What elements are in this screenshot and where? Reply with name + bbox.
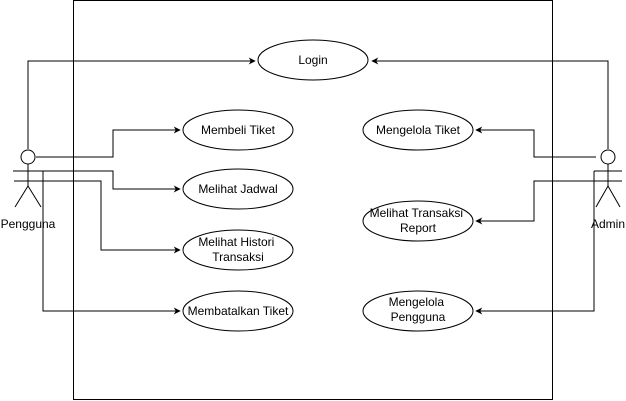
connector-pengguna-membeli-tiket [36, 126, 181, 158]
use-case-melihat-transaksi-label-line1: Melihat Transaksi [370, 206, 463, 220]
actor-pengguna: Pengguna [1, 149, 56, 231]
use-case-mengelola-pengguna-label-line1: Mengelola [389, 295, 445, 309]
actor-admin: Admin [591, 149, 625, 231]
use-case-melihat-histori-transaksi: Melihat Histori Transaksi [182, 229, 294, 271]
use-case-mengelola-tiket: Mengelola Tiket [362, 109, 474, 151]
use-case-mengelola-tiket-label: Mengelola Tiket [376, 123, 461, 137]
use-case-mengelola-pengguna-label-line2: Pengguna [391, 310, 446, 324]
use-case-melihat-jadwal-label: Melihat Jadwal [198, 182, 277, 196]
use-case-mengelola-pengguna: Mengelola Pengguna [362, 290, 474, 332]
connector-admin-mengelola-pengguna [475, 171, 595, 315]
svg-text:Membatalkan Tiket: Membatalkan Tiket [188, 304, 289, 318]
svg-text:Membeli Tiket: Membeli Tiket [201, 123, 276, 137]
actor-pengguna-label: Pengguna [1, 217, 56, 231]
connector-admin-melihat-transaksi [475, 180, 622, 225]
use-case-melihat-histori-label-line1: Melihat Histori [198, 235, 274, 249]
actor-admin-icon [594, 149, 622, 208]
actor-admin-label: Admin [591, 217, 625, 231]
use-case-melihat-transaksi-label-line2: Report [400, 221, 437, 235]
connector-pengguna-membatalkan-tiket [42, 171, 181, 315]
use-case-membatalkan-tiket-label: Membatalkan Tiket [188, 304, 289, 318]
use-case-membeli-tiket-label: Membeli Tiket [201, 123, 276, 137]
use-case-login-label: Login [298, 53, 327, 67]
use-case-login: Login [257, 39, 369, 81]
connector-pengguna-melihat-jadwal [14, 170, 181, 193]
use-case-membeli-tiket: Membeli Tiket [182, 109, 294, 151]
connector-admin-login [371, 57, 609, 149]
svg-text:Melihat Jadwal: Melihat Jadwal [198, 182, 277, 196]
svg-text:Login: Login [298, 53, 327, 67]
use-case-melihat-jadwal: Melihat Jadwal [182, 168, 294, 210]
connector-pengguna-melihat-histori [14, 180, 181, 254]
svg-text:Melihat Transaksi Report: Melihat Transaksi Report [370, 206, 467, 235]
system-boundary [73, 0, 553, 400]
svg-text:Mengelola Pengguna: Mengelola Pengguna [389, 295, 448, 324]
use-case-membatalkan-tiket: Membatalkan Tiket [182, 290, 294, 332]
svg-text:Melihat Histori Transaks: Melihat Histori Transaksi [198, 235, 277, 264]
actor-pengguna-icon [13, 149, 43, 208]
connector-admin-mengelola-tiket [475, 126, 596, 158]
svg-text:Mengelola Tiket: Mengelola Tiket [376, 123, 461, 137]
connector-pengguna-login [27, 57, 256, 149]
use-case-melihat-histori-label-line2: Transaksi [212, 250, 264, 264]
use-case-melihat-transaksi-report: Melihat Transaksi Report [362, 200, 474, 242]
